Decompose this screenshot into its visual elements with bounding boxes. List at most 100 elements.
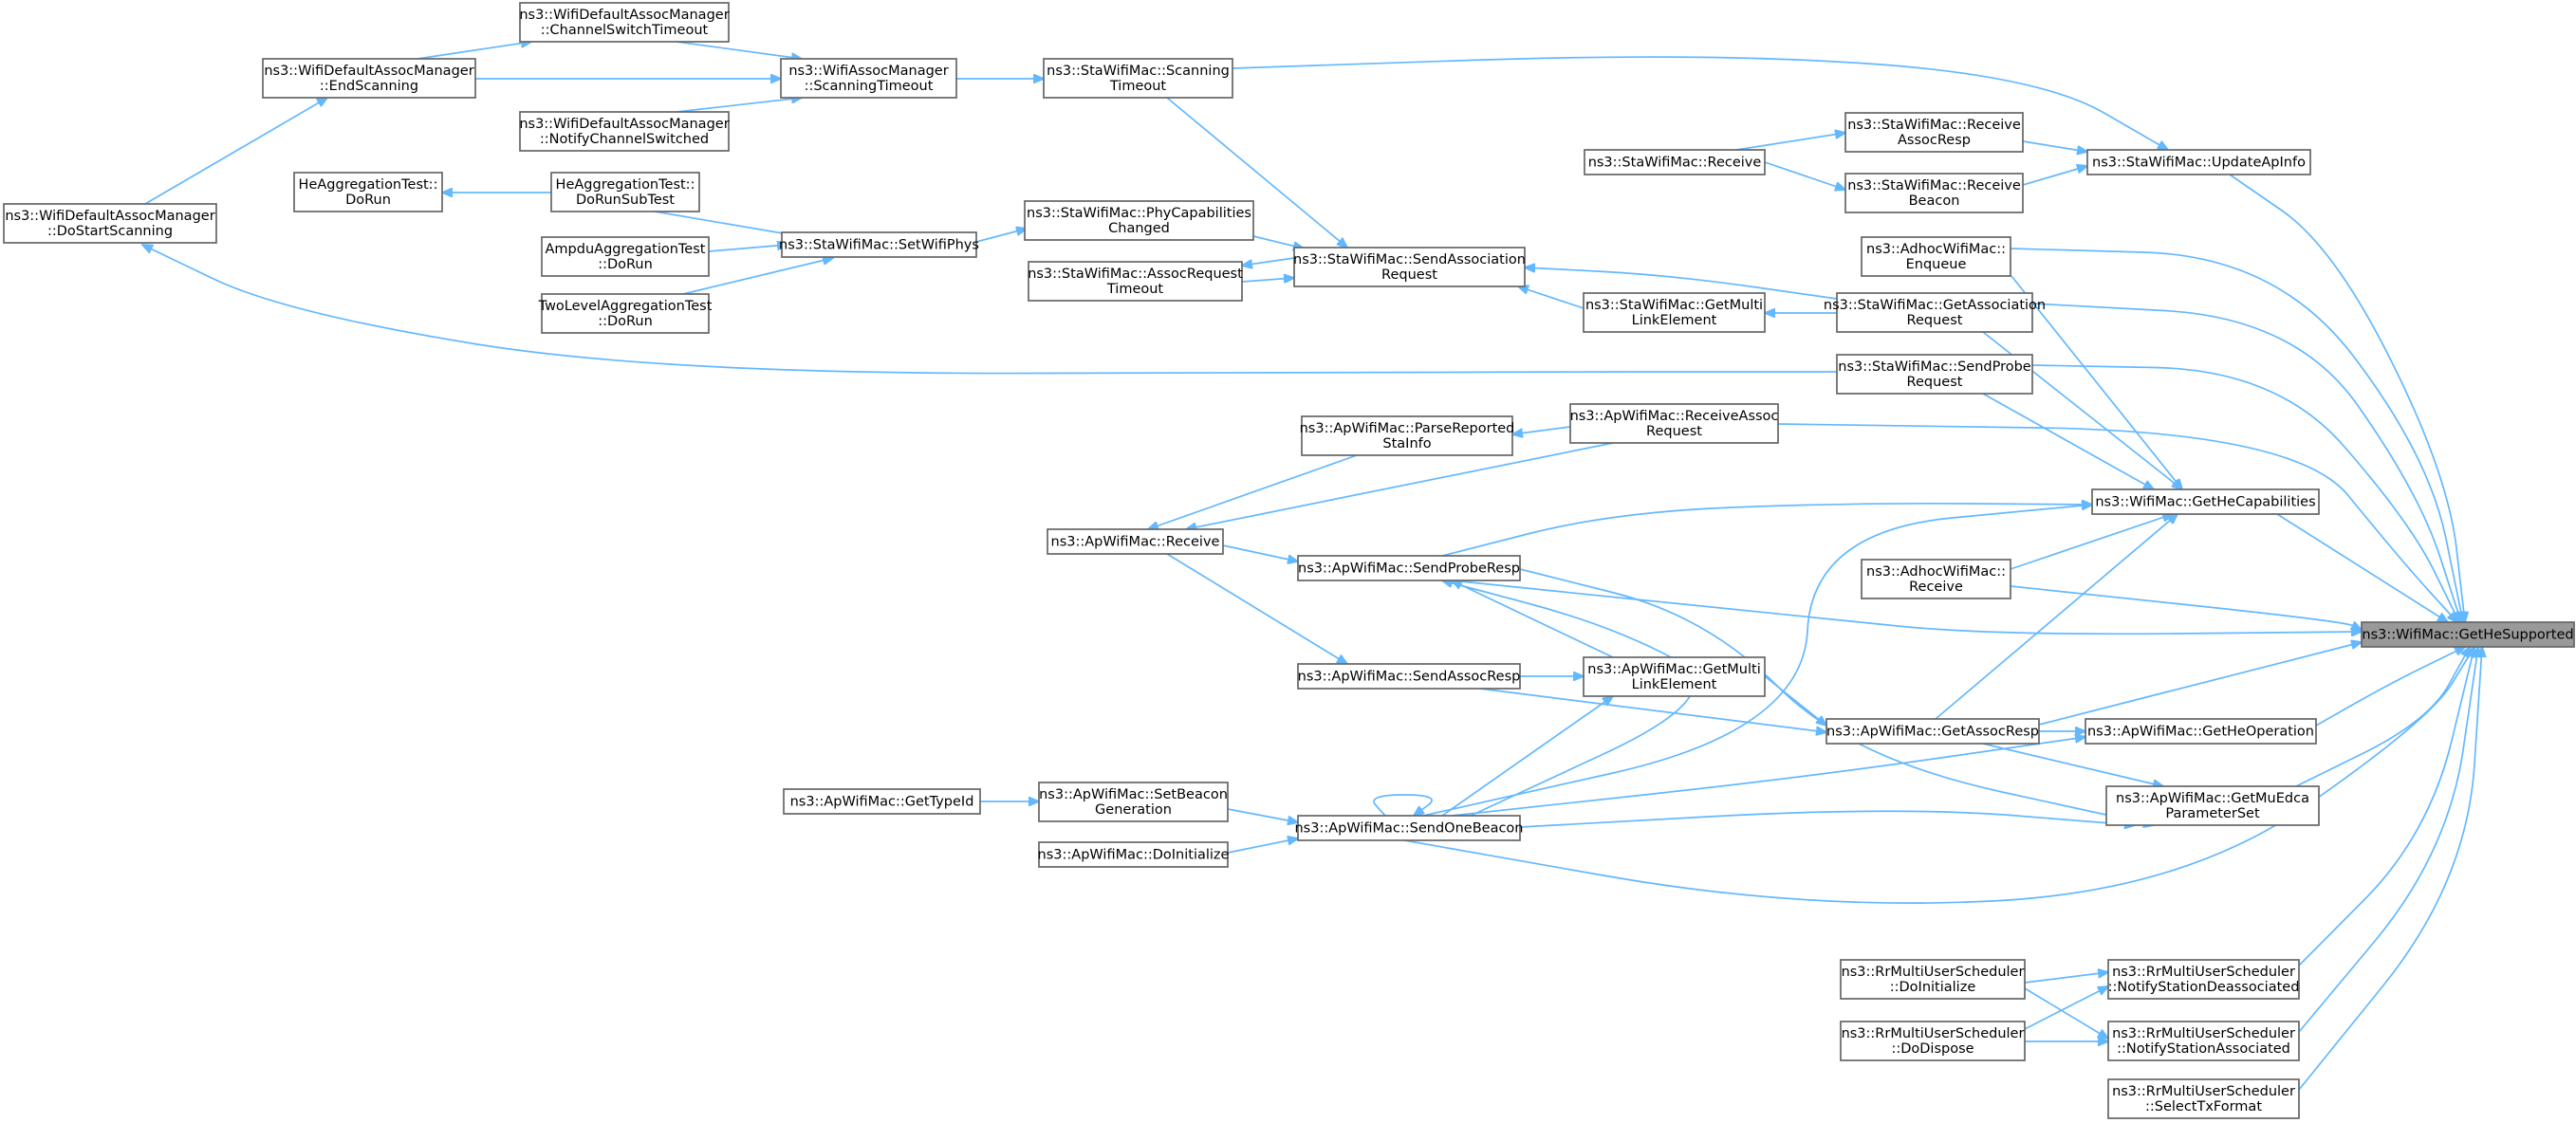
edge-rrnsa-root xyxy=(2298,647,2478,1033)
node-sswp[interactable]: ns3::StaWifiMac::SetWifiPhys xyxy=(779,231,979,258)
edge-rrdd-rrnsd xyxy=(2024,986,2108,1030)
node-label: ns3::ApWifiMac::SetBeacon xyxy=(1039,787,1228,802)
node-label: ns3::AdhocWifiMac:: xyxy=(1866,242,2006,257)
node-label: Request xyxy=(1907,313,1963,328)
edge-rrdi-rrnsd xyxy=(2024,972,2108,984)
edges-layer xyxy=(142,41,2482,1091)
edge-cst-st xyxy=(676,41,802,59)
edge-arar-aprsi xyxy=(1512,426,1571,434)
node-rrdd[interactable]: ns3::RrMultiUserScheduler::DoDispose xyxy=(1840,1021,2026,1061)
node-label: ns3::StaWifiMac::AssocRequest xyxy=(1028,267,1243,282)
edge-aadr-sswp xyxy=(708,245,788,252)
node-box xyxy=(262,58,476,99)
node-agti[interactable]: ns3::ApWifiMac::GetTypeId xyxy=(783,788,981,815)
node-label: ns3::StaWifiMac::Receive xyxy=(1588,156,1762,171)
edge-dsc-es xyxy=(144,98,327,205)
node-label: TwoLevelAggregationTest xyxy=(538,299,713,314)
node-label: ::NotifyStationDeassociated xyxy=(2108,980,2300,995)
edge-sswp-spcc xyxy=(975,229,1027,243)
node-aadr[interactable]: AmpduAggregationTest::DoRun xyxy=(541,236,710,277)
edge-srb-suai xyxy=(2022,166,2087,186)
node-box xyxy=(1861,559,2011,599)
edge-sgml-ssar xyxy=(1518,286,1585,309)
node-label: ns3::WifiDefaultAssocManager xyxy=(264,64,473,79)
edge-agho-root xyxy=(2315,647,2465,727)
node-awr[interactable]: ns3::AdhocWifiMac::Receive xyxy=(1861,559,2011,599)
node-label: ns3::ApWifiMac::GetMulti xyxy=(1587,662,1760,677)
node-ssct[interactable]: ns3::StaWifiMac::ScanningTimeout xyxy=(1043,58,1233,99)
node-label: ns3::WifiDefaultAssocManager xyxy=(519,117,729,132)
edge-awr-root xyxy=(2010,585,2362,630)
node-ghc[interactable]: ns3::WifiMac::GetHeCapabilities xyxy=(2091,488,2320,515)
node-es[interactable]: ns3::WifiDefaultAssocManager::EndScannin… xyxy=(262,58,476,99)
node-suai[interactable]: ns3::StaWifiMac::UpdateApInfo xyxy=(2086,149,2311,175)
node-label: Generation xyxy=(1095,802,1172,818)
node-dsc[interactable]: ns3::WifiDefaultAssocManager::DoStartSca… xyxy=(3,203,217,244)
node-label: ns3::ApWifiMac::SendProbeResp xyxy=(1298,562,1520,577)
node-asar[interactable]: ns3::ApWifiMac::SendAssocResp xyxy=(1297,663,1521,690)
node-box xyxy=(1844,112,2024,153)
edge-ssct-ssar xyxy=(1166,97,1347,248)
node-label: Request xyxy=(1646,424,1702,439)
node-rrnsd[interactable]: ns3::RrMultiUserScheduler::NotifyStation… xyxy=(2107,959,2300,1000)
node-agho[interactable]: ns3::ApWifiMac::GetHeOperation xyxy=(2085,718,2317,745)
edge-sspr-ghc xyxy=(1982,393,2154,489)
node-ar[interactable]: ns3::ApWifiMac::Receive xyxy=(1047,528,1224,555)
edge-sart-ssar xyxy=(1241,278,1294,282)
node-sr[interactable]: ns3::StaWifiMac::Receive xyxy=(1584,149,1766,175)
node-label: ns3::RrMultiUserScheduler xyxy=(2112,965,2295,980)
node-awe[interactable]: ns3::AdhocWifiMac::Enqueue xyxy=(1861,236,2011,277)
edge-asar-agar xyxy=(1479,688,1826,732)
node-rrdi[interactable]: ns3::RrMultiUserScheduler::DoInitialize xyxy=(1840,959,2026,1000)
node-label: ns3::ApWifiMac::DoInitialize xyxy=(1038,848,1230,863)
node-aspr[interactable]: ns3::ApWifiMac::SendProbeResp xyxy=(1297,555,1521,581)
node-agar[interactable]: ns3::ApWifiMac::GetAssocResp xyxy=(1825,718,2040,745)
node-label: ns3::WifiMac::GetHeCapabilities xyxy=(2095,495,2315,510)
node-hdr[interactable]: HeAggregationTest::DoRun xyxy=(293,172,443,212)
node-box xyxy=(550,172,700,212)
edge-sspr-dsc xyxy=(142,245,1837,375)
node-box xyxy=(1297,815,1521,841)
node-label: ::DoDispose xyxy=(1891,1041,1974,1057)
node-rrnsa[interactable]: ns3::RrMultiUserScheduler::NotifyStation… xyxy=(2107,1021,2300,1061)
node-label: ::ChannelSwitchTimeout xyxy=(541,23,709,38)
node-ados[interactable]: ns3::ApWifiMac::DoInitialize xyxy=(1038,841,1230,868)
node-label: ns3::ApWifiMac::SendAssocResp xyxy=(1298,670,1521,685)
node-label: ns3::ApWifiMac::GetMuEdca xyxy=(2116,791,2309,806)
node-label: ns3::StaWifiMac::SetWifiPhys xyxy=(779,238,979,253)
node-hdrst[interactable]: HeAggregationTest::DoRunSubTest xyxy=(550,172,700,212)
node-box xyxy=(1043,58,1233,99)
edge-asob-agho xyxy=(1451,737,2085,817)
node-label: ::DoInitialize xyxy=(1890,980,1976,995)
node-box xyxy=(1024,200,1254,241)
node-cst[interactable]: ns3::WifiDefaultAssocManager::ChannelSwi… xyxy=(519,2,730,43)
node-box xyxy=(1836,354,2033,395)
node-ncs[interactable]: ns3::WifiDefaultAssocManager::NotifyChan… xyxy=(519,111,730,152)
node-root[interactable]: ns3::WifiMac::GetHeSupported xyxy=(2361,621,2575,648)
node-label: DoRun xyxy=(345,193,391,208)
edge-aspr-ghc xyxy=(1441,504,2092,557)
node-rrstf[interactable]: ns3::RrMultiUserScheduler::SelectTxForma… xyxy=(2107,1078,2300,1119)
node-box xyxy=(1301,415,1513,456)
node-box xyxy=(1038,841,1229,868)
edge-sr-srar xyxy=(1735,133,1845,151)
node-st[interactable]: ns3::WifiAssocManager::ScanningTimeout xyxy=(780,58,957,99)
node-label: DoRunSubTest xyxy=(576,193,675,208)
node-asob[interactable]: ns3::ApWifiMac::SendOneBeacon xyxy=(1294,815,1524,841)
node-label: ::DoRun xyxy=(598,314,653,329)
node-tladr[interactable]: TwoLevelAggregationTest::DoRun xyxy=(538,293,713,334)
node-box xyxy=(1583,656,1766,697)
